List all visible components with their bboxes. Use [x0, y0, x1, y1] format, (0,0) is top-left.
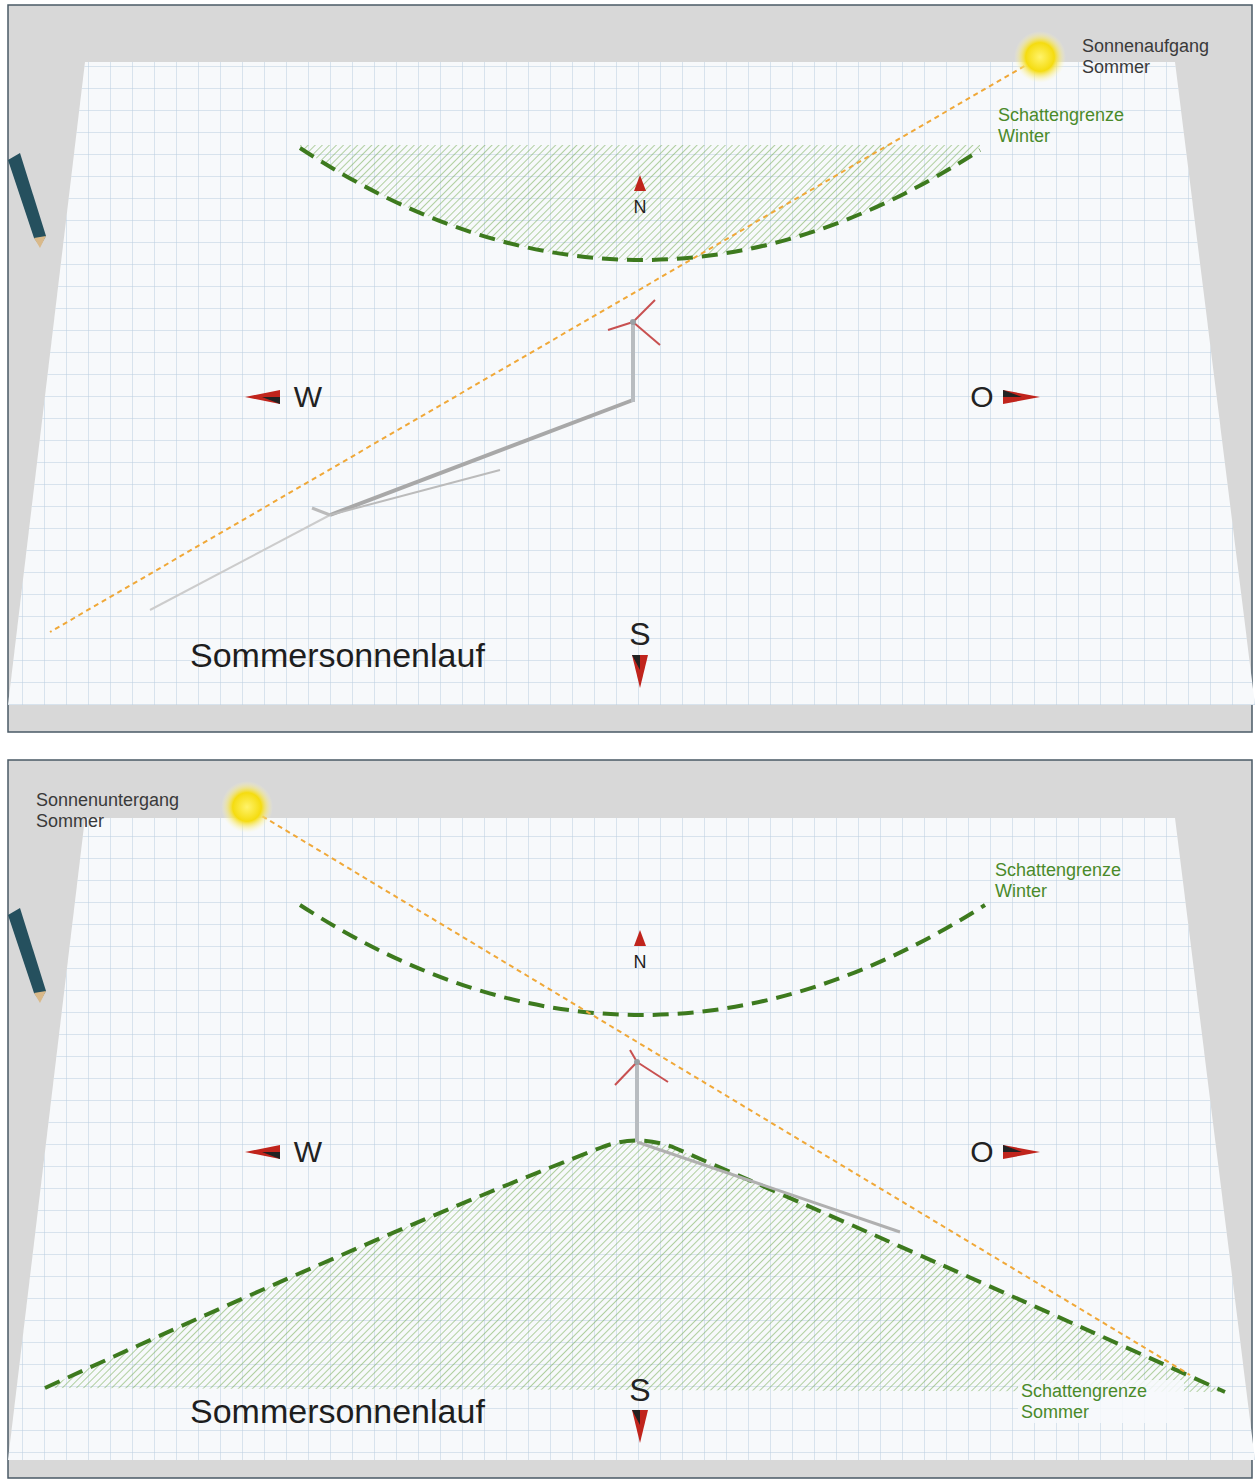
compass-letter: O [970, 380, 993, 415]
turbine-tower [635, 1062, 639, 1142]
turbine-blade [608, 322, 633, 330]
north-arrow [634, 175, 646, 191]
turbine-blade [633, 300, 655, 322]
sun [221, 781, 273, 833]
compass-letter: S [629, 616, 650, 653]
compass-letter: S [629, 1372, 650, 1409]
turbine-blade [633, 322, 660, 345]
tower-shadow [637, 1142, 900, 1232]
compass-letter: O [970, 1135, 993, 1170]
compass-letter: N [634, 197, 647, 218]
boundary-label: Schattengrenze Sommer [1018, 1380, 1184, 1423]
south-arrow [632, 655, 640, 670]
boundary-label: Schattengrenze Winter [995, 860, 1155, 901]
sun-label: Sonnenuntergang Sommer [36, 790, 216, 831]
panel-title: Sommersonnenlauf [190, 636, 485, 675]
sun [1014, 31, 1066, 83]
paper-sheet [8, 818, 1255, 1460]
pencil [8, 908, 46, 1001]
north-arrow [634, 930, 646, 946]
south-arrow [632, 1410, 648, 1443]
east-arrow [1003, 1145, 1022, 1152]
blade-shadow [330, 470, 500, 515]
pencil-tip [34, 236, 46, 248]
winter-shadow-area [300, 145, 980, 260]
winter-shadow-boundary [300, 905, 985, 1015]
summer-shadow-area [45, 1141, 1225, 1393]
south-arrow [632, 655, 648, 688]
winter-shadow-boundary [300, 148, 980, 260]
east-arrow [1003, 390, 1022, 397]
panel-summer-sunrise [8, 5, 1255, 732]
blade-shadow [150, 515, 330, 610]
paper-grid [8, 62, 1255, 705]
paper-sheet [8, 62, 1255, 705]
compass-letter: W [294, 380, 322, 415]
east-arrow [1003, 390, 1040, 404]
compass-letter: W [294, 1135, 322, 1170]
panel-summer-sunset [8, 760, 1255, 1478]
pencil-tip [34, 991, 46, 1003]
compass-letter: N [634, 952, 647, 973]
turbine-hub [634, 1059, 640, 1065]
west-arrow [262, 397, 280, 404]
west-arrow [262, 1152, 280, 1159]
panel-title: Sommersonnenlauf [190, 1392, 485, 1431]
paper-grid [8, 818, 1255, 1460]
west-arrow [245, 390, 280, 404]
turbine-tower [631, 322, 635, 402]
turbine-blade [615, 1062, 637, 1085]
boundary-label: Schattengrenze Winter [998, 105, 1158, 146]
west-arrow [245, 1145, 280, 1159]
sun-ray [50, 57, 1040, 632]
east-arrow [1003, 1145, 1040, 1159]
turbine-hub [630, 319, 636, 325]
summer-shadow-boundary [45, 1141, 1225, 1393]
sun-label: Sonnenaufgang Sommer [1082, 36, 1232, 77]
sun-ray [247, 807, 1190, 1375]
tower-shadow [330, 400, 633, 515]
pencil [8, 153, 46, 246]
turbine-blade [637, 1062, 668, 1082]
south-arrow [632, 1410, 640, 1425]
blade-shadow [312, 508, 330, 515]
